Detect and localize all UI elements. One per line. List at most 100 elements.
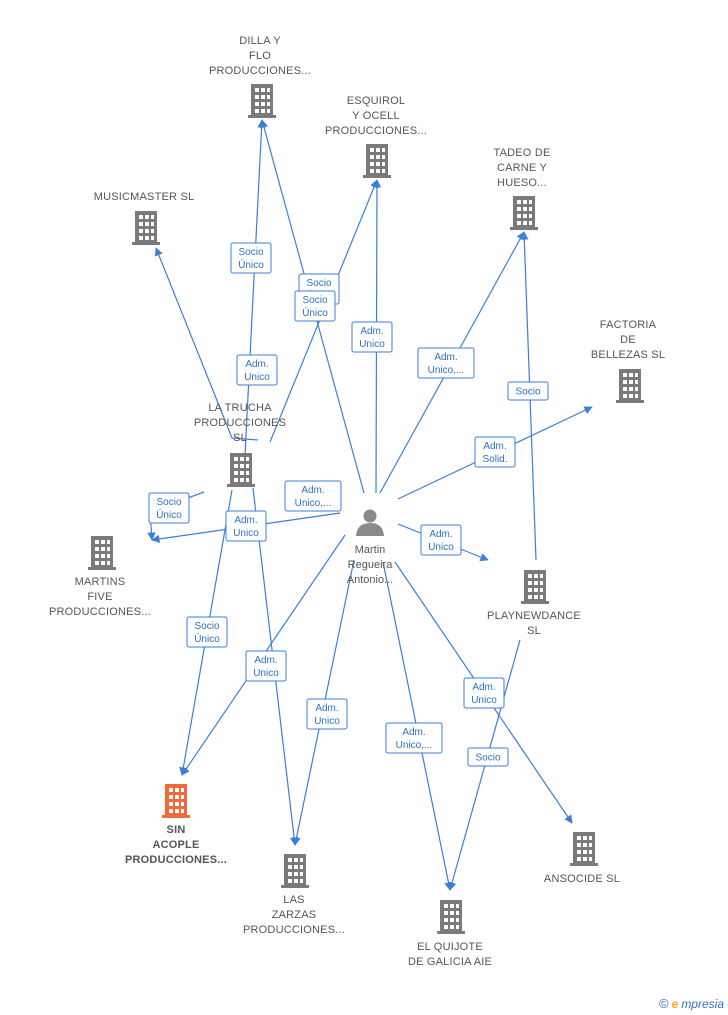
edge-label-text: Unico,... [396,740,433,751]
edge-label-text: Adm. [483,441,506,452]
building-icon [510,196,538,230]
company-name-line: PRODUCCIONES... [243,924,345,936]
company-node-tadeo[interactable]: TADEO DE CARNE Y HUESO... [493,147,550,230]
building-icon [227,453,255,487]
company-node-dilla[interactable]: DILLA YFLOPRODUCCIONES... [209,35,311,118]
building-icon [88,536,116,570]
company-name-line: DILLA Y [239,35,281,47]
company-name-line: LA TRUCHA [208,402,272,414]
building-icon [521,570,549,604]
company-name-line: LAS [283,894,304,906]
edge-label-text: Unico [314,716,340,727]
company-name-line: SIN [167,824,186,836]
edge-label-box [306,698,348,730]
company-name-line: TADEO DE [493,147,550,159]
company-node-zarzas[interactable]: LASZARZASPRODUCCIONES... [243,854,345,936]
company-name-line: SL [233,432,247,444]
edge-label-text: Único [194,632,220,645]
person-node-martin[interactable]: MartinRegueiraAntonio... [347,509,394,587]
edge-label-box [474,436,516,468]
edge-label-text: Adm. [234,515,257,526]
edge-label-playnew-quijote[interactable]: Socio [467,747,509,767]
edge-label-trucha-dilla[interactable]: Adm.Unico [236,354,278,386]
edge-label-box [225,510,267,542]
edge-label-box [417,347,475,379]
building-icon [281,854,309,888]
edge-label-martin-quijote[interactable]: Adm.Unico,... [385,722,443,754]
building-icon [437,900,465,934]
company-name-line: PRODUCCIONES... [125,854,227,866]
edge-label-text: Unico [233,528,259,539]
edge-label-text: Unico,... [295,498,332,509]
edge-label-text: Adm. [254,655,277,666]
edge-labels-layer: SocioÚnicoAdm.UnicoAdm.Unico,...Adm.Soli… [148,242,549,767]
edge-label-martin-factoria[interactable]: Adm. Solid. [474,436,516,468]
edge-label-text: Unico [428,542,454,553]
edge-label-playnew-tadeo[interactable]: Socio [507,381,549,401]
building-icon [363,144,391,178]
brand-name: mpresia [681,996,724,1011]
company-name-line: FIVE [87,591,112,603]
edge-label-martin-esquirol[interactable]: Adm. Unico [351,321,393,353]
edge-label-text: Unico [253,668,279,679]
brand-initial: e [671,996,679,1011]
edge-label-box [507,381,549,401]
edge-label-box [385,722,443,754]
edge-label-text: Socio [475,753,500,764]
company-name-line: SL [527,625,541,637]
company-node-musicmaster[interactable]: MUSICMASTER SL [94,191,195,245]
edge-label-text: Único [302,306,328,319]
edge-trucha-dilla [244,119,266,456]
person-name-line: Martin [355,544,386,556]
edge-label-box [245,650,287,682]
company-name-line: DE [620,334,636,346]
edge-label-text: Solid. [482,454,507,465]
edge-label-text: Único [156,508,182,521]
company-name-line: FLO [249,50,271,62]
person-name-line: Antonio... [347,574,393,586]
company-name-line: PRODUCCIONES... [325,125,427,137]
company-name-line: ANSOCIDE SL [544,873,620,885]
edge-label-martin-zarzas[interactable]: Adm. Unico [306,698,348,730]
edge-label-martin-sinacople[interactable]: Adm. Unico [245,650,287,682]
edge-label-martin-tadeo[interactable]: Adm.Unico,... [417,347,475,379]
edge-label-martin-ansocide[interactable]: Adm.Unico [463,677,505,709]
edge-label-martin-martins[interactable]: Adm.Unico,... [284,480,342,512]
company-name-line: PRODUCCIONES... [49,606,151,618]
edge-label-text: Socio [194,621,219,632]
edge-label-text: Único [238,258,264,271]
building-icon [248,84,276,118]
company-name-line: CARNE Y [497,162,548,174]
company-name-line: FACTORIA [600,319,657,331]
edge-label-martin-playnew[interactable]: Adm. Unico [420,524,462,556]
edge-label-text: Unico [244,372,270,383]
edge-label-text: Socio [238,247,263,258]
edge-label-trucha-zarzas[interactable]: Adm. Unico [225,510,267,542]
edge-label-text: Adm. [429,529,452,540]
company-node-ansocide[interactable]: ANSOCIDE SL [544,832,620,885]
edge-label-text: Unico [359,339,385,350]
company-node-martins[interactable]: MARTINS FIVE PRODUCCIONES... [49,536,151,618]
edge-label-box [148,492,190,524]
building-icon [616,369,644,403]
edge-label-box [351,321,393,353]
edge-label-text: Adm. [315,703,338,714]
edge-label-text: Adm. [360,326,383,337]
edge-label-text: Adm. [472,682,495,693]
company-name-line: MARTINS [75,576,126,588]
company-node-sinacople[interactable]: SINACOPLEPRODUCCIONES... [125,784,227,866]
person-name-line: Regueira [348,559,394,571]
edge-label-box [420,524,462,556]
company-name-line: HUESO... [497,177,547,189]
